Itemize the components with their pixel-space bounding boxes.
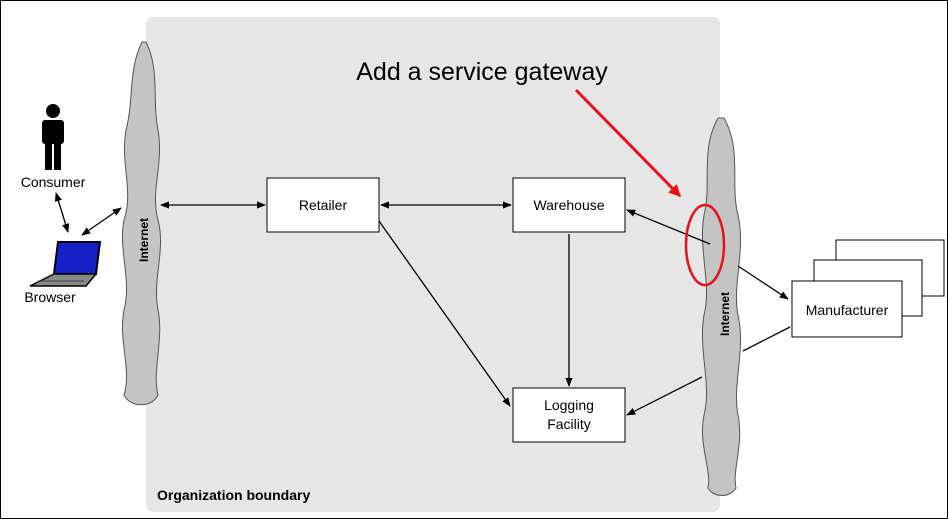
browser-internet-arrow	[81, 207, 122, 236]
warehouse-node: Warehouse	[512, 177, 626, 233]
warehouse-label: Warehouse	[533, 197, 604, 213]
consumer-person-icon	[42, 104, 64, 170]
logging-label-line2: Facility	[547, 416, 591, 432]
organization-boundary-label: Organization boundary	[157, 487, 310, 503]
internet-right-label: Internet	[718, 292, 732, 336]
retailer-logging-arrow	[378, 220, 511, 407]
consumer-label: Consumer	[21, 174, 86, 190]
manufacturer-internet-line	[742, 326, 791, 352]
laptop-icon	[29, 241, 102, 287]
internet-cloud-left: Internet	[121, 41, 161, 406]
internet-warehouse-arrow	[626, 209, 711, 245]
internet-cloud-right: Internet	[701, 117, 741, 496]
internet-logging-arrow	[626, 376, 703, 416]
internet-manufacturer-arrow	[737, 265, 789, 300]
internet-left-label: Internet	[137, 218, 151, 262]
manufacturer-node: Manufacturer	[791, 239, 945, 338]
manufacturer-label: Manufacturer	[806, 302, 889, 318]
retailer-label: Retailer	[299, 197, 348, 213]
callout-text: Add a service gateway	[356, 58, 608, 86]
consumer-browser-arrow	[54, 192, 70, 233]
organization-boundary	[146, 17, 720, 512]
service-gateway-highlight-ellipse	[684, 203, 726, 287]
retailer-node: Retailer	[266, 177, 380, 233]
logging-label-line1: Logging	[544, 397, 594, 413]
logging-facility-node: Logging Facility	[512, 387, 626, 443]
browser-label: Browser	[24, 289, 76, 305]
callout-arrow	[574, 88, 682, 198]
